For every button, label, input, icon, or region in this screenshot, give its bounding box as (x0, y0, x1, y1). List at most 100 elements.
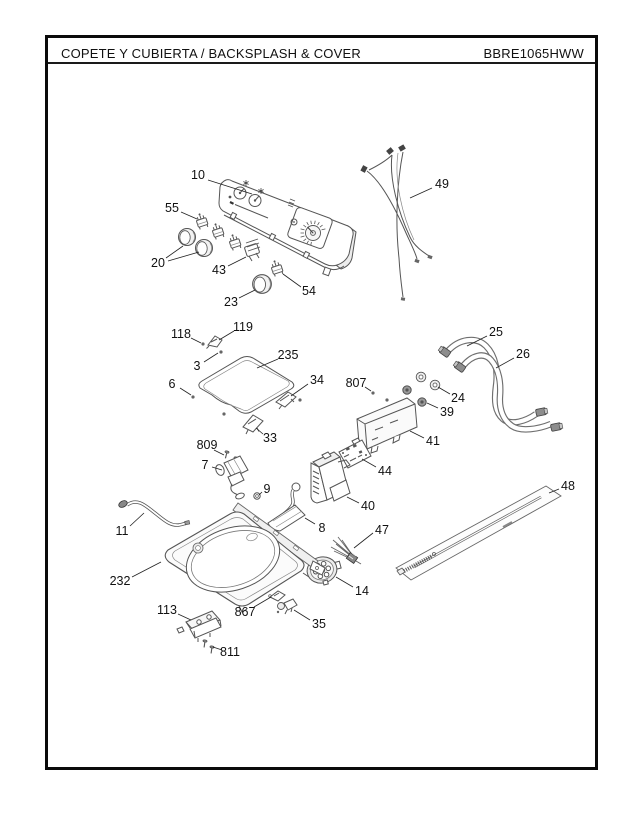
callout-867: 867 (235, 605, 256, 619)
leader-line-6 (179, 387, 192, 396)
fill-hose-11 (118, 500, 191, 527)
callout-3: 3 (194, 359, 201, 373)
callout-9: 9 (264, 482, 271, 496)
knobs-20 (178, 228, 213, 257)
leader-line-24 (437, 386, 451, 395)
callout-55: 55 (165, 201, 179, 215)
callout-24: 24 (451, 391, 465, 405)
callout-41: 41 (426, 434, 440, 448)
callout-119: 119 (233, 320, 253, 334)
leader-line-35 (293, 609, 311, 621)
leader-line-54 (282, 273, 302, 288)
callout-35: 35 (312, 617, 326, 631)
pressure-switch-43 (244, 238, 261, 262)
callout-44: 44 (378, 464, 392, 478)
callout-807: 807 (346, 376, 367, 390)
console-switch-row (209, 221, 243, 252)
control-module-40 (310, 451, 351, 504)
leader-line-26 (495, 357, 515, 369)
callout-33: 33 (263, 431, 277, 445)
callout-43: 43 (212, 263, 226, 277)
model-number: BBRE1065HWW (483, 46, 584, 61)
diagram-frame (45, 35, 598, 770)
leader-line-809 (213, 449, 225, 456)
backsplash-console (218, 179, 357, 277)
screws-807 (371, 391, 389, 402)
switch-35 (276, 598, 298, 615)
leader-line-807 (364, 386, 372, 392)
leader-line-39 (426, 402, 439, 409)
grommet-9 (253, 492, 261, 500)
leader-line-40 (346, 496, 360, 504)
callout-118: 118 (171, 327, 191, 341)
callout-8: 8 (319, 521, 326, 535)
screws-811 (201, 639, 215, 655)
leader-line-25 (466, 335, 488, 347)
callout-47: 47 (375, 523, 389, 537)
leader-line-14 (335, 576, 354, 588)
leader-line-44 (361, 458, 377, 468)
leader-line-119 (218, 330, 235, 341)
lid-screws (191, 342, 302, 416)
callout-11: 11 (116, 524, 129, 538)
callout-40: 40 (361, 499, 375, 513)
callout-235: 235 (278, 348, 299, 362)
diagram-title: COPETE Y CUBIERTA / BACKSPLASH & COVER (61, 46, 361, 61)
callout-49: 49 (435, 177, 449, 191)
water-valve-7 (215, 455, 249, 500)
leader-line-20 (167, 251, 200, 262)
callout-25: 25 (489, 325, 503, 339)
callout-232: 232 (110, 574, 131, 588)
leader-line-43 (227, 256, 247, 267)
hinge-33 (242, 414, 264, 435)
leader-line-118 (190, 337, 202, 344)
lid-lock-113 (176, 610, 222, 642)
leader-line-9 (258, 491, 263, 496)
callout-113: 113 (157, 603, 177, 617)
washers-24 (415, 371, 441, 391)
inlet-hoses-25-26 (437, 336, 564, 433)
callout-39: 39 (440, 405, 454, 419)
leader-line-8 (304, 517, 316, 525)
callout-48: 48 (561, 479, 575, 493)
console-switch-54 (268, 258, 285, 278)
callout-20: 20 (151, 256, 165, 270)
leader-line-11 (129, 512, 145, 527)
lid-235 (198, 356, 295, 414)
header-divider (48, 62, 595, 64)
callout-809: 809 (197, 438, 218, 452)
leader-line-49 (409, 187, 433, 199)
rear-bracket-41 (351, 397, 418, 454)
funnel-bracket-8 (267, 482, 306, 532)
leader-line-23 (238, 289, 256, 299)
leader-line-811 (212, 646, 223, 651)
leader-line-3 (203, 352, 219, 363)
hinge-119 (206, 335, 223, 349)
callout-811: 811 (220, 645, 240, 659)
callout-6: 6 (169, 377, 176, 391)
callout-23: 23 (224, 295, 238, 309)
leader-line-867 (253, 596, 272, 608)
clip-867 (268, 590, 286, 602)
leader-line-235 (256, 358, 279, 369)
callout-10: 10 (191, 168, 205, 182)
callout-7: 7 (202, 458, 209, 472)
wire-bundle-47 (330, 536, 362, 565)
console-switch-55 (193, 211, 210, 231)
leader-line-48 (548, 488, 560, 494)
leader-line-113 (177, 613, 192, 621)
leader-line-7 (211, 466, 223, 471)
leader-line-10 (207, 179, 253, 195)
leader-line-20 (165, 245, 184, 259)
callout-54: 54 (302, 284, 316, 298)
leader-line-34 (290, 383, 309, 397)
leader-line-33 (255, 427, 264, 435)
top-cover-232 (164, 502, 326, 613)
leader-line-41 (409, 430, 425, 439)
callout-26: 26 (516, 347, 530, 361)
leader-line-47 (353, 532, 374, 549)
knob-23 (252, 274, 272, 294)
